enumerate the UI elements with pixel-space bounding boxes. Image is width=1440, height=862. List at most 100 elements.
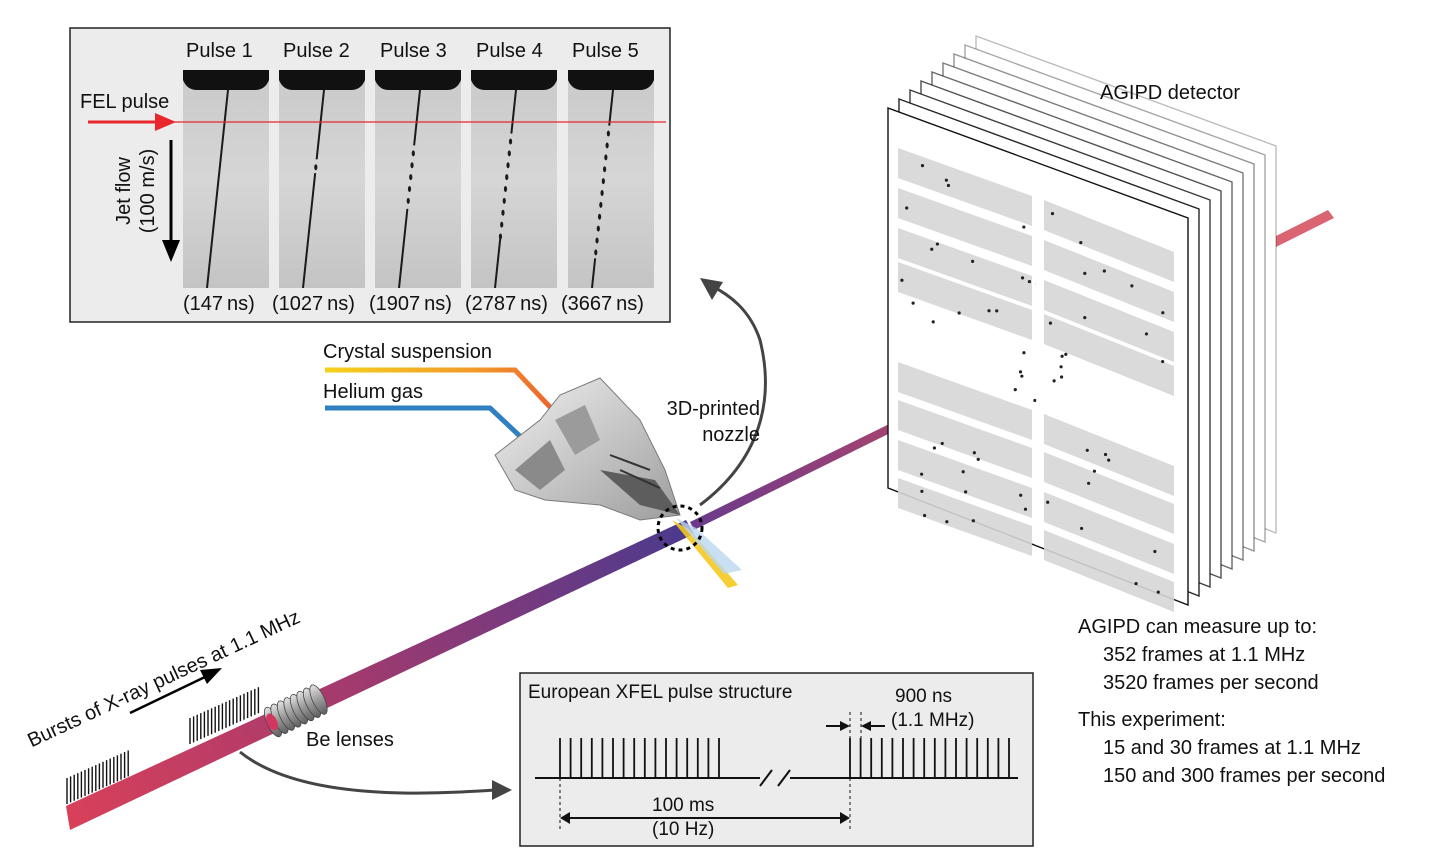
bragg-spot xyxy=(944,178,948,182)
liquid-jet xyxy=(510,89,517,134)
jet-droplet xyxy=(507,150,511,157)
detector-module xyxy=(1044,280,1174,362)
xray-bursts xyxy=(66,687,260,804)
bragg-spot xyxy=(1087,481,1091,485)
jet-droplet xyxy=(599,201,603,208)
lens-element xyxy=(309,684,328,715)
nozzle-tip-silhouette xyxy=(568,70,654,90)
be-lenses xyxy=(263,684,328,738)
spacing-arrowhead xyxy=(861,721,871,731)
be-lenses-label: Be lenses xyxy=(306,729,394,751)
pulse-time: (3667 ns) xyxy=(561,293,644,315)
bragg-spot xyxy=(922,513,927,518)
detector-module xyxy=(898,362,1032,440)
jet-droplet xyxy=(503,186,508,192)
bragg-spot xyxy=(1020,374,1024,378)
bragg-spot xyxy=(971,259,975,263)
detector-module xyxy=(898,478,1032,556)
bragg-spot xyxy=(931,320,935,324)
jet-droplet xyxy=(596,225,600,232)
jet-droplet xyxy=(314,164,318,171)
bragg-spot xyxy=(905,206,909,210)
pulse-label: Pulse 4 xyxy=(476,40,543,62)
liquid-jet xyxy=(315,89,325,160)
detector-module xyxy=(898,188,1032,266)
bragg-spot xyxy=(1059,365,1063,369)
bragg-spot xyxy=(1050,211,1055,216)
jet-droplet xyxy=(498,233,503,240)
bragg-spot xyxy=(1048,321,1053,325)
train-freq-label: (10 Hz) xyxy=(652,819,715,840)
bragg-spot xyxy=(1134,581,1138,586)
bragg-spot xyxy=(1027,279,1032,284)
nozzle-3d xyxy=(494,377,742,588)
bragg-spot xyxy=(900,278,904,282)
bragg-spot xyxy=(1083,271,1087,275)
detector-module xyxy=(898,440,1032,518)
bragg-spot xyxy=(1161,311,1165,315)
interaction-region-marker xyxy=(656,504,704,552)
bragg-spot xyxy=(957,311,961,315)
jet-droplet xyxy=(597,213,602,220)
axis-break xyxy=(759,769,773,787)
jet-droplet xyxy=(505,174,509,181)
jet-droplet xyxy=(605,142,609,149)
capability-line: 3520 frames per second xyxy=(1103,672,1319,694)
beam-segment-upstream xyxy=(66,520,694,830)
bragg-spot xyxy=(920,472,924,476)
nozzle-tip-silhouette xyxy=(471,70,557,90)
structure-arrowhead xyxy=(492,780,512,800)
detector-module xyxy=(1044,530,1174,612)
crystal-suspension-label: Crystal suspension xyxy=(323,341,492,363)
lens-beam-spot xyxy=(266,713,278,731)
axis-break xyxy=(777,769,791,787)
pulse-time: (1027 ns) xyxy=(272,293,355,315)
spacing-arrowhead xyxy=(840,721,850,731)
bragg-spot xyxy=(995,309,999,313)
bragg-spot xyxy=(1079,526,1084,531)
pulse-spacing-freq: (1.1 MHz) xyxy=(891,710,975,731)
pulse-time: (2787 ns) xyxy=(465,293,548,315)
liquid-jet xyxy=(494,238,502,289)
bragg-spot xyxy=(1161,359,1165,364)
bragg-spot xyxy=(1144,332,1149,336)
crystal-suspension-line xyxy=(325,367,569,427)
capability-heading: AGIPD can measure up to: xyxy=(1078,616,1318,638)
nozzle-label-line1: 3D-printed xyxy=(666,398,760,420)
jet-droplet xyxy=(500,221,504,228)
pulse-time: (1907 ns) xyxy=(369,293,452,315)
bragg-spot xyxy=(1079,241,1083,245)
bragg-spot xyxy=(1103,452,1108,457)
detector-module xyxy=(898,400,1032,478)
bragg-spot xyxy=(911,301,915,305)
jet-droplet xyxy=(606,130,610,137)
structure-arrow xyxy=(239,750,496,795)
jet-droplet xyxy=(409,174,413,181)
bragg-spot xyxy=(920,164,925,168)
bragg-spot xyxy=(1013,388,1017,392)
structure-title: European XFEL pulse structure xyxy=(528,682,793,703)
bragg-spot xyxy=(1060,354,1064,358)
experiment-line: 15 and 30 frames at 1.1 MHz xyxy=(1103,737,1361,759)
jet-droplet xyxy=(506,162,510,169)
jet-flow-line2: (100 m/s) xyxy=(137,148,159,234)
jet-droplet xyxy=(603,166,607,173)
bragg-spot xyxy=(987,309,991,313)
bragg-spot xyxy=(1022,351,1026,355)
bragg-spot xyxy=(1019,493,1023,497)
jet-droplet xyxy=(604,154,608,161)
bragg-spot xyxy=(935,242,940,246)
zoom-arrow xyxy=(699,283,767,507)
nozzle-tip-silhouette xyxy=(279,70,365,90)
bragg-spot xyxy=(1085,448,1089,452)
jet-droplet xyxy=(406,197,410,204)
agipd-detector xyxy=(887,34,1277,612)
bragg-spot xyxy=(972,451,976,455)
nozzle-tip-silhouette xyxy=(375,70,461,90)
liquid-jet xyxy=(206,89,229,289)
jet-droplet xyxy=(601,178,605,185)
detector-module xyxy=(898,228,1032,306)
detector-capability: AGIPD can measure up to: 352 frames at 1… xyxy=(1078,613,1319,697)
jet-droplet xyxy=(501,209,505,216)
